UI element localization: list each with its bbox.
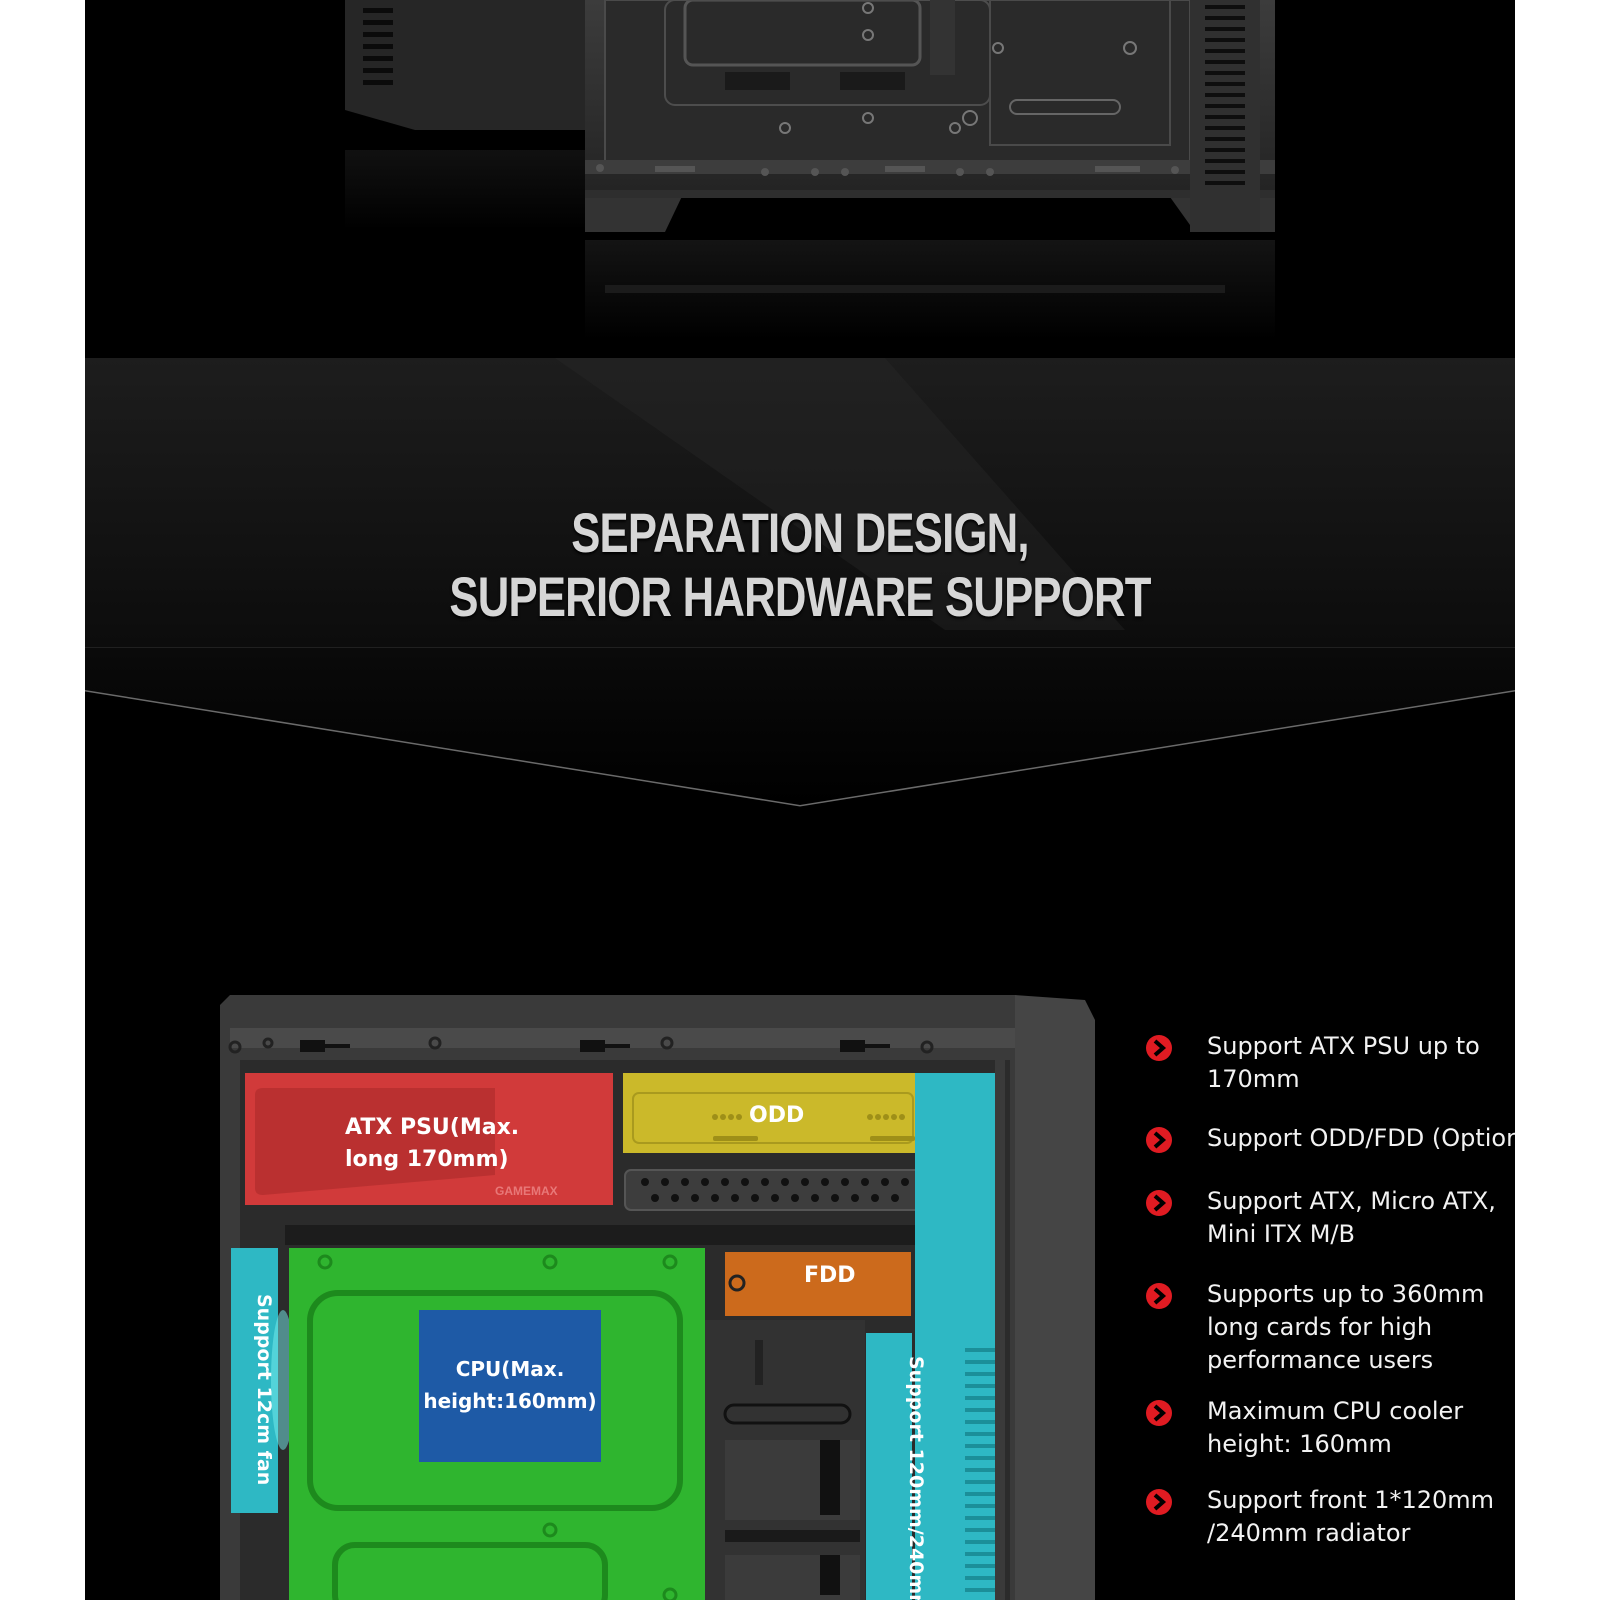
odd-zone-label: ODD [749, 1103, 805, 1128]
gamemax-brand-mark: GAMEMAX [495, 1184, 558, 1198]
headline-line-1: SEPARATION DESIGN, [571, 501, 1029, 564]
psu-zone-label: ATX PSU(Max. long 170mm) [345, 1115, 520, 1172]
red-chevron-circle-icon [1146, 1035, 1172, 1061]
case-interior-diagram: GAMEMAX [220, 995, 1095, 1600]
case-top-photo [85, 0, 1515, 360]
rear-fan-zone-label: Support 12cm fan [253, 1294, 275, 1486]
feature-text: Support ATX, Micro ATX, Mini ITX M/B [1207, 1187, 1496, 1248]
feature-text: Support front 1*120mm /240mm radiator [1207, 1486, 1495, 1547]
feature-text: Supports up to 360mm long cards for high… [1207, 1280, 1485, 1374]
feature-text: Support ODD/FDD (Optional) [1207, 1124, 1515, 1152]
feature-text: Maximum CPU cooler height: 160mm [1207, 1397, 1464, 1458]
red-chevron-circle-icon [1146, 1127, 1172, 1153]
cpu-zone-label: CPU(Max. height:160mm) [423, 1357, 597, 1413]
red-chevron-circle-icon [1146, 1489, 1172, 1515]
headline-band [85, 358, 1515, 807]
fdd-zone-label: FDD [804, 1263, 856, 1288]
red-chevron-circle-icon [1146, 1190, 1172, 1216]
red-chevron-circle-icon [1146, 1283, 1172, 1309]
feature-text: Support ATX PSU up to 170mm [1207, 1032, 1480, 1093]
front-radiator-zone-label: Support 120mm/240mm [905, 1356, 927, 1600]
red-chevron-circle-icon [1146, 1400, 1172, 1426]
headline-line-2: SUPERIOR HARDWARE SUPPORT [449, 565, 1151, 628]
product-section: SEPARATION DESIGN, SUPERIOR HARDWARE SUP… [85, 0, 1515, 1600]
